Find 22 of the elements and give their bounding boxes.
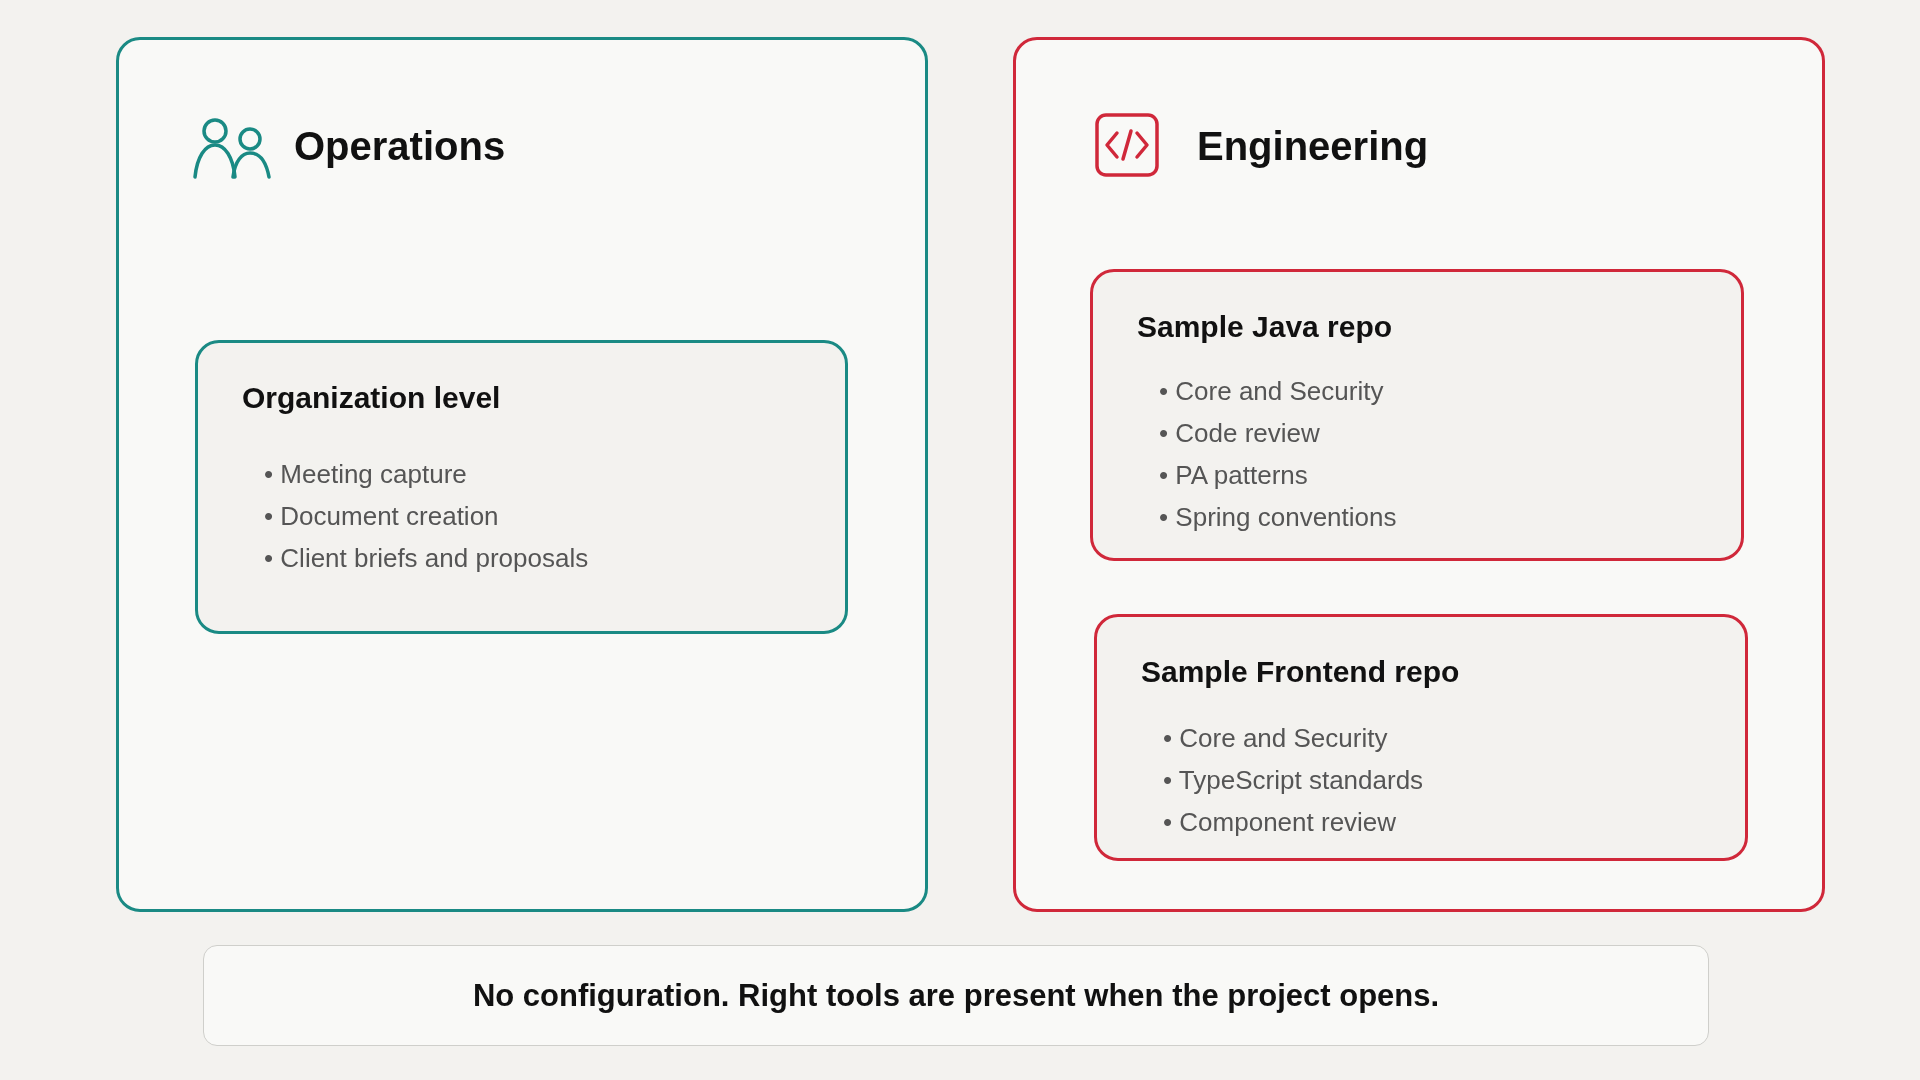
- bullet-item: • TypeScript standards: [1163, 764, 1424, 797]
- group-title: Engineering: [1197, 124, 1429, 169]
- group-panel: [116, 37, 928, 912]
- bullet-item: • PA patterns: [1159, 459, 1309, 492]
- content-card: [1094, 614, 1748, 861]
- content-card: [195, 340, 848, 634]
- bullet-item: • Client briefs and proposals: [264, 542, 589, 575]
- bullet-item: • Meeting capture: [264, 458, 468, 491]
- group-title: Operations: [294, 124, 506, 169]
- bullet-item: • Core and Security: [1163, 722, 1389, 755]
- note-box: [203, 945, 1709, 1046]
- card-title: Sample Frontend repo: [1141, 655, 1460, 689]
- bullet-item: • Spring conventions: [1159, 501, 1397, 534]
- note-text: No configuration. Right tools are present when the project opens.: [472, 977, 1440, 1014]
- content-card: [1090, 269, 1744, 561]
- card-title: Organization level: [242, 381, 501, 415]
- bullet-item: • Code review: [1159, 417, 1321, 450]
- bullet-item: • Document creation: [264, 500, 500, 533]
- group-panel: [1013, 37, 1825, 912]
- bullet-item: • Component review: [1163, 806, 1398, 839]
- card-title: Sample Java repo: [1137, 310, 1393, 344]
- bullet-item: • Core and Security: [1159, 375, 1385, 408]
